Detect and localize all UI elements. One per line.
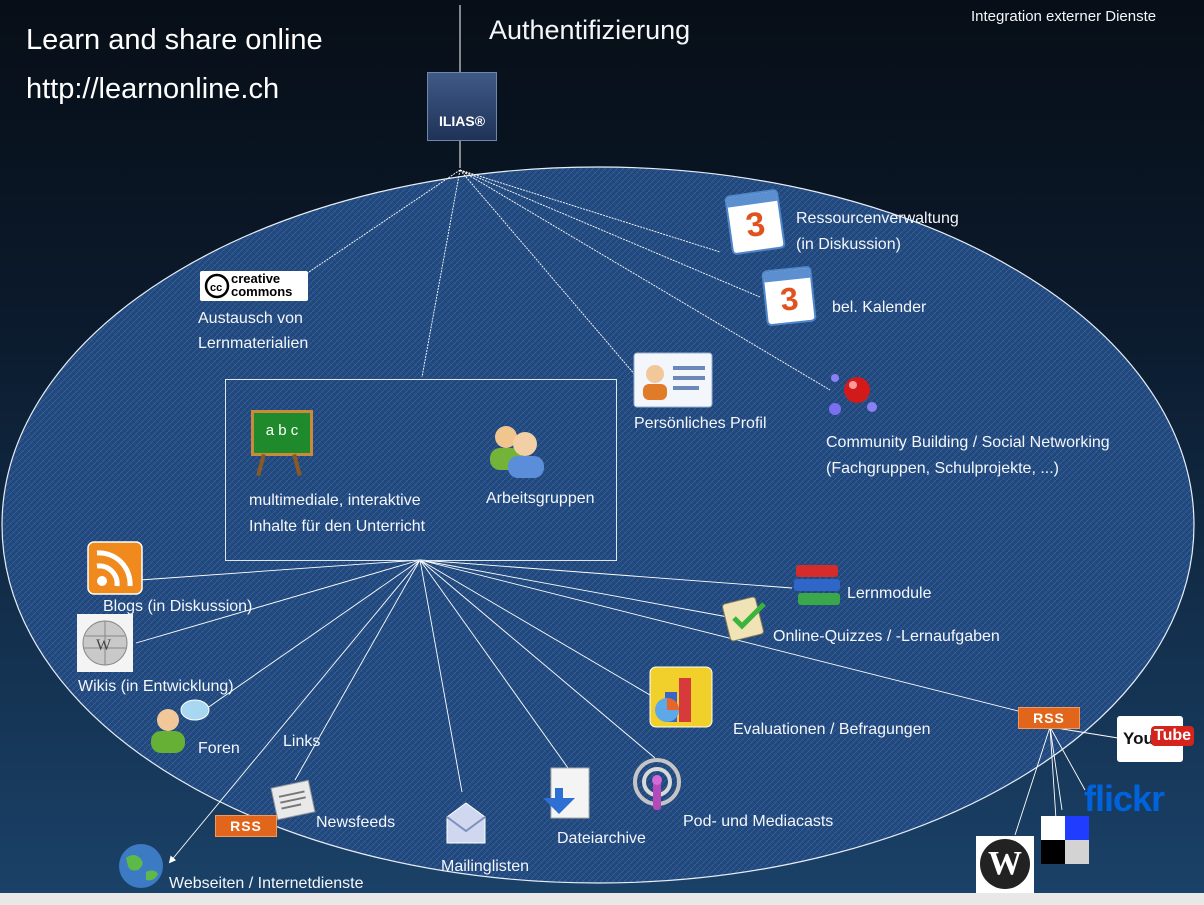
ressourcen-label-2: (in Diskussion) (796, 236, 901, 253)
multimedia-label-1: multimediale, interaktive (249, 492, 421, 509)
profile-card-icon (633, 352, 713, 408)
title-line1: Learn and share online (26, 24, 323, 56)
chalkboard-icon: a b c (249, 410, 313, 477)
lernmodule-label: Lernmodule (847, 585, 932, 602)
svg-text:W: W (96, 637, 112, 654)
profil-label: Persönliches Profil (634, 415, 767, 432)
calendar-icon: 3 (761, 265, 817, 327)
kalender-label: bel. Kalender (832, 299, 927, 316)
podcast-icon (633, 758, 681, 810)
chart-icon (649, 666, 713, 728)
bottom-bar (0, 893, 1204, 905)
creative-commons-icon: cc creative commons (200, 271, 308, 301)
ressourcen-label-1: Ressourcenverwaltung (796, 210, 959, 227)
ilias-links (299, 169, 831, 391)
box-links (135, 559, 1031, 864)
calendar-icon: 3 (724, 188, 786, 256)
rss-badge-left[interactable]: RSS (215, 815, 277, 837)
dateiarchive-label: Dateiarchive (557, 830, 646, 847)
auth-label: Authentifizierung (489, 15, 691, 45)
links-label: Links (283, 733, 321, 750)
group-icon (490, 426, 544, 478)
austausch-label-2: Lernmaterialien (198, 335, 309, 352)
multimedia-label-2: Inhalte für den Unterricht (249, 518, 426, 535)
evaluationen-label: Evaluationen / Befragungen (733, 721, 931, 738)
wikipedia-globe-icon: W (77, 614, 133, 672)
delicious-logo[interactable] (1041, 816, 1089, 864)
austausch-label-1: Austausch von (198, 310, 303, 327)
svg-text:cc: cc (210, 282, 222, 294)
webseiten-label: Webseiten / Internetdienste (169, 875, 364, 892)
arbeitsgruppen-label: Arbeitsgruppen (486, 490, 595, 507)
envelope-icon (446, 802, 486, 844)
rss-badge-right[interactable]: RSS (1018, 707, 1080, 729)
newspaper-icon (270, 779, 316, 821)
platform-ellipse (1, 166, 1195, 884)
content-box (225, 379, 617, 561)
integration-label: Integration externer Dienste (971, 8, 1157, 25)
ilias-logo[interactable]: ILIAS® (427, 72, 497, 141)
title-line2[interactable]: http://learnonline.ch (26, 73, 280, 105)
youtube-logo[interactable]: You Tube (1117, 716, 1195, 762)
community-label-2: (Fachgruppen, Schulprojekte, ...) (826, 460, 1060, 477)
blogs-label: Blogs (in Diskussion) (103, 598, 253, 615)
podcasts-label: Pod- und Mediacasts (683, 813, 834, 830)
rss-feed-icon (87, 541, 143, 595)
wordpress-logo[interactable]: W (976, 836, 1034, 893)
globe-icon (119, 844, 163, 888)
flickr-logo[interactable]: flickr (1084, 778, 1165, 819)
wikis-label: Wikis (in Entwicklung) (78, 678, 234, 695)
newsfeeds-label: Newsfeeds (316, 814, 396, 831)
quizzes-label: Online-Quizzes / -Lernaufgaben (773, 628, 1000, 645)
file-download-icon (543, 767, 590, 819)
books-icon (794, 565, 840, 605)
clipboard-check-icon (722, 596, 766, 642)
foren-label: Foren (198, 740, 240, 757)
community-label-1: Community Building / Social Networking (826, 434, 1110, 451)
mailinglisten-label: Mailinglisten (441, 858, 530, 875)
molecule-icon (829, 374, 877, 415)
chat-user-icon (151, 699, 210, 753)
